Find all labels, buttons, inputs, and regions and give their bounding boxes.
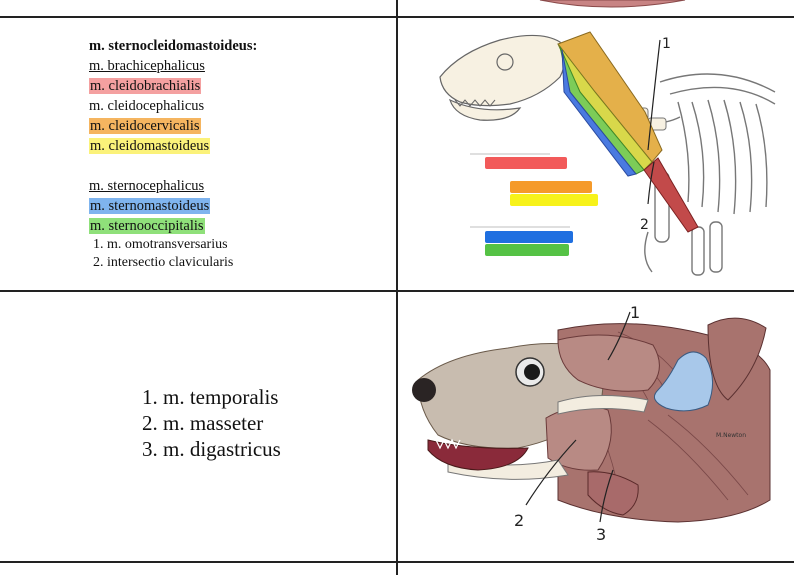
legend-bars <box>470 153 598 256</box>
muscle-sternomastoideus: m. sternomastoideus <box>89 198 211 214</box>
digastricus-shape <box>587 471 639 516</box>
legend-bar-green <box>485 244 569 256</box>
muscle-sternocephalicus: m. sternocephalicus <box>89 178 205 194</box>
teeth <box>435 438 461 450</box>
muscle-group-2: m. sternocephalicus m. sternomastoideus … <box>89 176 389 236</box>
ear <box>707 317 767 401</box>
pointer-line-digastricus <box>599 469 614 523</box>
muscle-text-block: m. sternocleidomastoideus: m. brachiceph… <box>89 36 389 272</box>
muscle-group-1: m. brachicephalicus m. cleidobrachialis … <box>89 56 389 156</box>
image-label-2: 2 <box>640 217 649 233</box>
nose <box>412 378 436 402</box>
legend-bar-orange <box>510 181 592 193</box>
muscle-brachicephalicus: m. brachicephalicus <box>89 58 205 74</box>
row-divider-top <box>0 16 794 18</box>
image-label-digastricus: 3 <box>596 525 606 544</box>
zygomatic-arch <box>557 395 649 415</box>
legend-bar-blue <box>485 231 573 243</box>
mouth <box>427 439 529 471</box>
head-muscle-illustration: 1 2 3 M.Newton <box>412 303 771 544</box>
pointer-line-temporalis <box>607 311 631 361</box>
numbered-item-2: 2. intersectio clavicularis <box>93 255 234 270</box>
list-item-temporalis: 1. m. temporalis <box>142 385 279 409</box>
numbered-item-1: 1. m. omotransversarius <box>93 237 228 252</box>
neck-muscle-illustration: 1 2 <box>439 31 776 276</box>
skull <box>439 34 566 121</box>
muscle-cleidocervicalis: m. cleidocervicalis <box>89 118 201 134</box>
muscle-sternomastoideus-shape <box>561 49 637 177</box>
section-heading: m. sternocleidomastoideus: <box>89 38 258 54</box>
pointer-line-masseter <box>525 439 577 506</box>
artist-signature: M.Newton <box>716 432 746 439</box>
muscle-sternooccipitalis: m. sternooccipitalis <box>89 218 205 234</box>
previous-image-fragment <box>539 0 686 8</box>
muscle-cleidocephalicus: m. cleidocephalicus <box>89 98 205 114</box>
image-label-temporalis: 1 <box>630 303 640 322</box>
muscle-cleidobrachialis-shape <box>643 157 699 233</box>
pupil <box>524 364 540 380</box>
muscle-cleidomastoideus: m. cleidomastoideus <box>89 138 211 154</box>
temporalis-shape <box>557 334 660 392</box>
head-muscle-list: 1. m. temporalis 2. m. masseter 3. m. di… <box>142 384 281 462</box>
column-divider <box>396 0 398 575</box>
pointer-line-1 <box>647 39 661 151</box>
list-item-digastricus: 3. m. digastricus <box>142 437 281 461</box>
row-divider-bottom <box>0 561 794 563</box>
ear-cartilage <box>653 351 713 412</box>
image-label-1: 1 <box>662 36 671 52</box>
row-divider-middle <box>0 290 794 292</box>
legend-bar-red <box>485 157 567 169</box>
muscle-cleidobrachialis: m. cleidobrachialis <box>89 78 202 94</box>
pointer-line-2 <box>647 161 655 205</box>
image-label-masseter: 2 <box>514 511 524 530</box>
list-item-masseter: 2. m. masseter <box>142 411 264 435</box>
legend-bar-yellow <box>510 194 598 206</box>
